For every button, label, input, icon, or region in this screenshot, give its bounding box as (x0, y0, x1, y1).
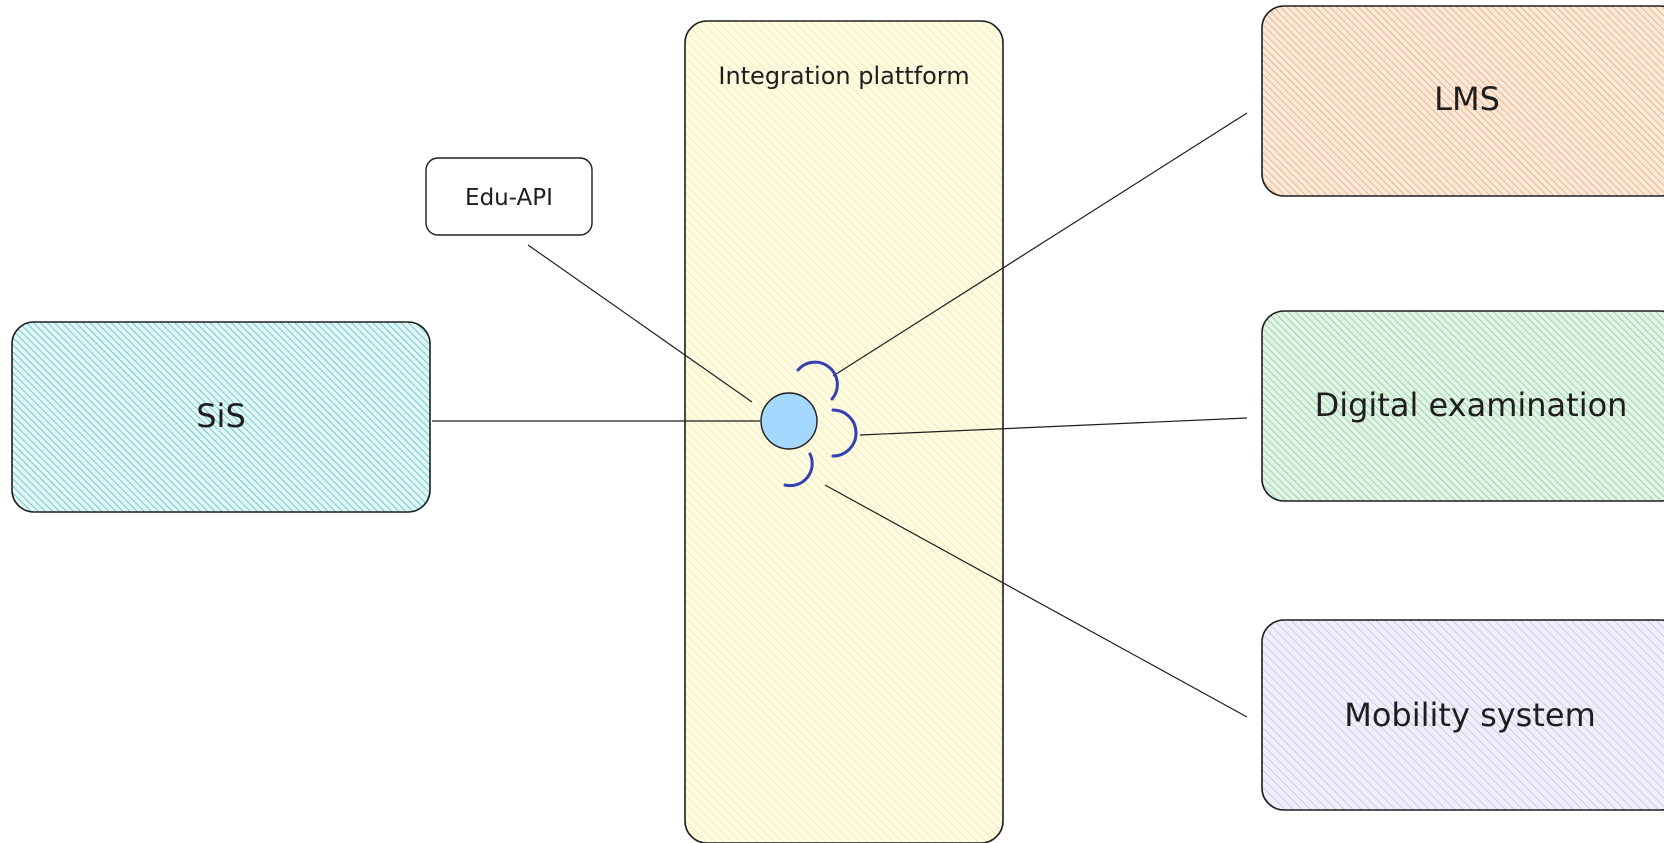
socket-arc-bottom-icon (783, 452, 814, 488)
digital-examination-box (1261, 310, 1664, 502)
connector-api-hub (527, 244, 753, 403)
sis-box (11, 321, 431, 513)
digital-examination-label: Digital examination (1315, 386, 1628, 424)
lms-label: LMS (1434, 80, 1500, 118)
edu-api-node[interactable]: Edu-API (425, 157, 593, 236)
socket-arc-top-icon (796, 360, 839, 401)
integration-platform-box (684, 20, 1004, 843)
sis-node[interactable]: SiS (11, 321, 431, 513)
connector-hub-exam (859, 417, 1248, 436)
integration-platform-label: Integration plattform (718, 62, 969, 90)
connector-hub-lms (832, 112, 1248, 377)
lms-node[interactable]: LMS (1261, 5, 1664, 197)
digital-examination-node[interactable]: Digital examination (1261, 310, 1664, 502)
socket-arc-right-icon (831, 408, 858, 458)
lms-box (1261, 5, 1664, 197)
mobility-system-label: Mobility system (1344, 696, 1596, 734)
mobility-system-box (1261, 619, 1664, 811)
integration-platform[interactable]: Integration plattform (684, 20, 1004, 843)
hub-ball-icon (760, 392, 818, 450)
connector-hub-mobility (824, 484, 1248, 718)
sis-label: SiS (196, 397, 246, 435)
connections (432, 112, 1248, 718)
edu-api-box (425, 157, 593, 236)
mobility-system-node[interactable]: Mobility system (1261, 619, 1664, 811)
edu-api-label: Edu-API (465, 185, 553, 211)
api-hub[interactable] (760, 360, 858, 488)
